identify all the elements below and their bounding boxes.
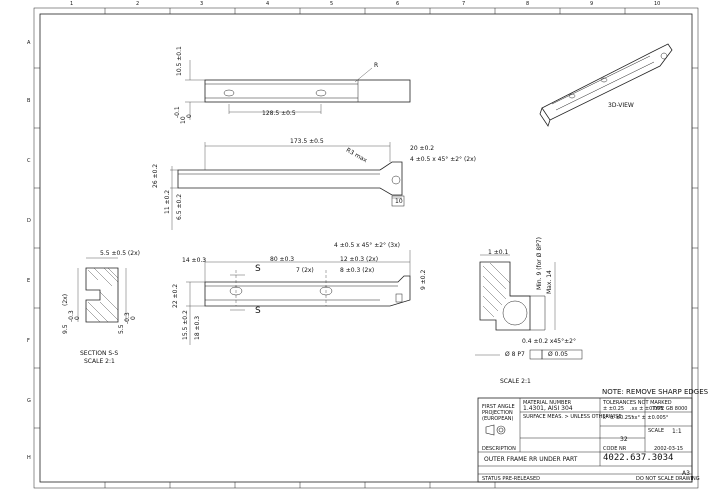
section-scale: SCALE 2:1 xyxy=(84,358,115,365)
number-header: CODE NR xyxy=(603,446,627,452)
footer-note: DO NOT SCALE DRAWING xyxy=(636,476,700,482)
grid-col-8: 8 xyxy=(526,1,530,7)
detail-view xyxy=(475,254,583,360)
part-number: 4022.637.3034 xyxy=(603,453,674,463)
projection-line-3: (EUROPEAN) xyxy=(482,416,514,422)
grid-col-3: 3 xyxy=(200,1,204,7)
description: OUTER FRAME RR UNDER PART xyxy=(484,456,578,463)
projection-symbol-icon xyxy=(485,424,506,436)
dim-155: 15.5 ±0.2 xyxy=(182,310,189,340)
dim-overall: 173.5 ±0.5 xyxy=(290,138,324,145)
projection-line-2: PROJECTION xyxy=(482,410,513,416)
grid-row-h: H xyxy=(27,455,31,461)
sheet-size: A3 xyxy=(682,470,690,477)
dim-7: 7 (2x) xyxy=(296,267,314,274)
dim-11: 11 ±0.2 xyxy=(164,189,171,214)
detail-scale: SCALE 2:1 xyxy=(500,378,531,385)
finish-note: SURFACE MEAS. > UNLESS OTHERWISE xyxy=(523,414,622,420)
date: 2002-03-15 xyxy=(654,446,684,452)
dim-left-c: 0 xyxy=(186,114,193,118)
sec-dim-95: 9.5 xyxy=(62,324,69,334)
det-dim-max14: Max. 14 xyxy=(546,270,553,294)
dim-65: 6.5 ±0.2 xyxy=(176,193,183,220)
grid-col-9: 9 xyxy=(590,1,594,7)
side-view xyxy=(170,142,405,230)
projection-line-1: FIRST ANGLE xyxy=(482,404,515,410)
title-block-frame xyxy=(477,397,693,483)
grid-col-10: 10 xyxy=(654,1,661,7)
grid-row-b: B xyxy=(27,98,31,104)
sec-dim-2x: (2x) xyxy=(62,293,69,306)
grid-row-f: F xyxy=(27,338,30,344)
revision: 32 xyxy=(620,436,628,443)
sec-dim-0b: 0 xyxy=(130,316,137,320)
grid-col-4: 4 xyxy=(266,1,270,7)
general-note: NOTE: REMOVE SHARP EDGES xyxy=(602,388,709,396)
sec-dim-0a: 0 xyxy=(74,316,81,320)
grid-col-2: 2 xyxy=(136,1,140,7)
iso-label: 3D-VIEW xyxy=(608,102,634,109)
dim-chamfer-main: 4 ±0.5 x 45° ±2° (3x) xyxy=(334,242,401,249)
grid-row-a: A xyxy=(27,40,31,46)
dim-radius-label: R xyxy=(374,62,379,69)
dim-9: 9 ±0.2 xyxy=(420,269,427,290)
tolerance-3: x° ± ±0.25° xyxy=(603,415,634,421)
dim-22: 22 ±0.2 xyxy=(172,283,179,308)
sec-dim-55b: 5.5 xyxy=(118,324,125,334)
dim-20: 20 ±0.2 xyxy=(410,145,435,152)
det-dim-chamfer: 0.4 ±0.2 x45°±2° xyxy=(522,338,576,345)
tolerance-header: TOLERANCES NOT MARKED xyxy=(603,400,672,406)
dim-14: 14 ±0.3 xyxy=(182,257,207,264)
front-view xyxy=(186,250,411,345)
dim-18: 18 ±0.3 xyxy=(194,315,201,340)
top-view xyxy=(185,60,411,120)
dim-26: 26 ±0.2 xyxy=(152,163,159,188)
det-dim-1: 1 ±0.1 xyxy=(488,249,509,256)
section-title: SECTION S-S xyxy=(80,350,119,357)
dim-12: 12 ±0.3 (2x) xyxy=(340,256,379,263)
dim-left-b: -0.1 xyxy=(174,106,181,118)
dim-length: 128.5 ±0.5 xyxy=(262,110,296,117)
grid-col-7: 7 xyxy=(462,1,466,7)
section-mark-bottom: S xyxy=(255,306,261,316)
grid-row-e: E xyxy=(27,278,31,284)
tolerance-2: .xx ± ±0.005 xyxy=(630,406,664,412)
tolerance-4: .xx° ± ±0.005° xyxy=(630,415,669,421)
dim-10: 10 xyxy=(395,198,403,205)
material-value: 1.4301, AISI 304 xyxy=(523,405,573,412)
det-dim-max9: Min. 9 (for Ø 8P7) xyxy=(536,237,543,290)
sec-dim-55: 5.5 ±0.5 (2x) xyxy=(100,250,140,257)
grid-col-5: 5 xyxy=(330,1,334,7)
general-tol: TYPE GB 8000 xyxy=(652,406,688,412)
det-tolerance: Ø 0.05 xyxy=(548,351,568,358)
section-mark-top: S xyxy=(255,264,261,274)
iso-view xyxy=(539,43,673,127)
dim-8: 8 ±0.3 (2x) xyxy=(340,267,375,274)
dim-chamfer-side: 4 ±0.5 x 45° ±2° (2x) xyxy=(410,156,477,163)
dim-80: 80 ±0.3 xyxy=(270,256,295,263)
zone-ticks xyxy=(34,8,698,488)
material-header: MATERIAL NUMBER xyxy=(523,400,572,406)
grid-col-6: 6 xyxy=(396,1,400,7)
det-dim-bore: Ø 8 P7 xyxy=(505,351,525,358)
tolerance-1: ± ±0.25 xyxy=(603,406,625,412)
grid-row-d: D xyxy=(27,218,31,224)
scale-label: SCALE xyxy=(648,428,665,434)
grid-row-c: C xyxy=(27,158,31,164)
dim-thickness: 10.5 ±0.1 xyxy=(176,46,183,76)
grid-row-g: G xyxy=(27,398,31,404)
section-view xyxy=(77,257,127,323)
status: STATUS PRE-RELEASED xyxy=(482,476,540,482)
description-header: DESCRIPTION xyxy=(482,446,516,452)
scale-value: 1:1 xyxy=(672,428,682,435)
grid-col-1: 1 xyxy=(70,1,74,7)
